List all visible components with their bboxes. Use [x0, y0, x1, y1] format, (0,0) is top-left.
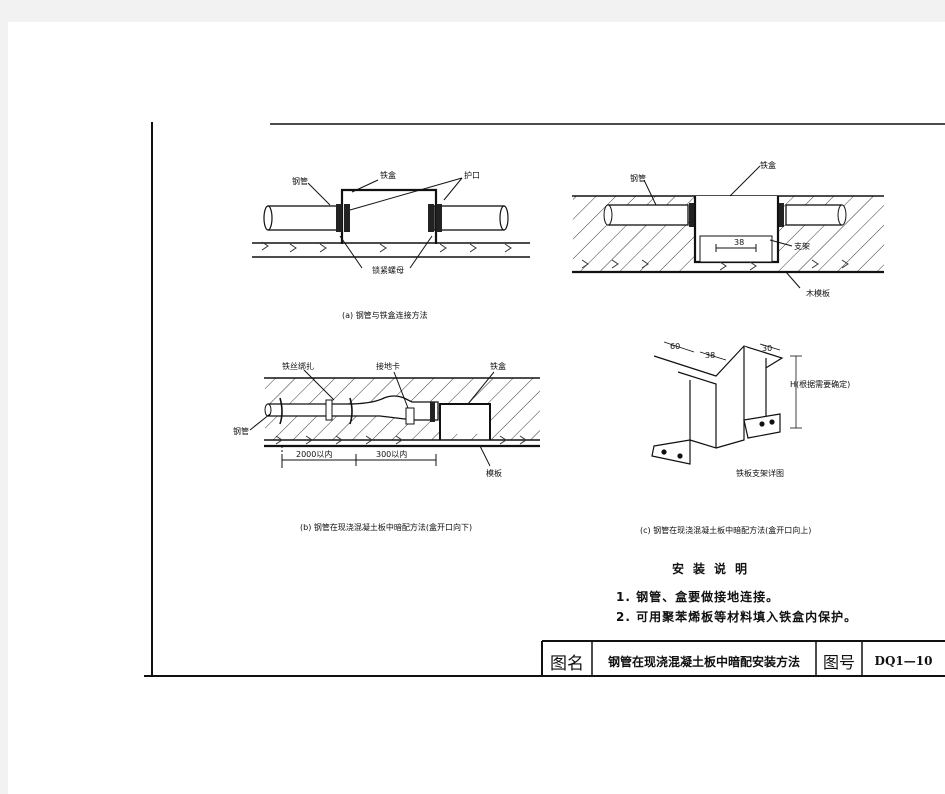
c-box-label: 铁盒 — [760, 160, 776, 170]
a-box-label: 铁盒 — [380, 170, 396, 180]
note-2: 2. 可用聚苯烯板等材料填入铁盒内保护。 — [616, 610, 858, 624]
b-pipe-label: 钢管 — [233, 426, 249, 436]
b-dim-2000: 2000以内 — [296, 449, 332, 459]
b-dim-300: 300以内 — [376, 449, 407, 459]
title-block-name-label: 图名 — [550, 653, 584, 674]
title-block-number-value: DQ1—10 — [874, 654, 933, 668]
a-collar-label: 护口 — [464, 170, 480, 180]
diagram-c-top — [572, 165, 884, 289]
bracket-dim-60: 60 — [670, 342, 680, 351]
bracket-dims — [663, 341, 802, 429]
a-locknut-label: 锁紧螺母 — [372, 265, 404, 275]
title-block — [541, 640, 945, 676]
notes-title: 安装说明 — [672, 562, 757, 576]
c-support-label: 支架 — [794, 241, 810, 251]
c-pipe-label: 钢管 — [630, 173, 646, 183]
c-caption: (c) 钢管在现浇混凝土板中暗配方法(盒开口向上) — [640, 525, 811, 535]
c-woodform-label: 木模板 — [806, 288, 830, 298]
a-caption: (a) 钢管与铁盒连接方法 — [342, 310, 428, 320]
bracket-caption: 铁板支架详图 — [736, 468, 784, 478]
bracket-dim-h: H(根据需要确定) — [790, 379, 850, 389]
bracket-detail — [651, 345, 784, 465]
a-pipe-label: 钢管 — [292, 176, 308, 186]
bracket-dim-30: 30 — [762, 344, 772, 353]
title-block-name-value: 钢管在现浇混凝土板中暗配安装方法 — [607, 654, 800, 669]
b-wire-label: 铁丝绑扎 — [282, 361, 314, 371]
b-template-label: 模板 — [486, 468, 502, 478]
note-1: 1. 钢管、盒要做接地连接。 — [616, 590, 780, 604]
c-dim-38: 38 — [734, 238, 744, 247]
b-groundclip-label: 接地卡 — [376, 361, 400, 371]
b-box-label: 铁盒 — [490, 361, 506, 371]
bracket-dim-38: 38 — [705, 351, 715, 360]
title-block-number-label: 图号 — [822, 653, 855, 672]
diagram-b — [249, 369, 540, 470]
b-caption: (b) 钢管在现浇混凝土板中暗配方法(盒开口向下) — [300, 522, 472, 532]
diagram-a — [252, 177, 530, 269]
